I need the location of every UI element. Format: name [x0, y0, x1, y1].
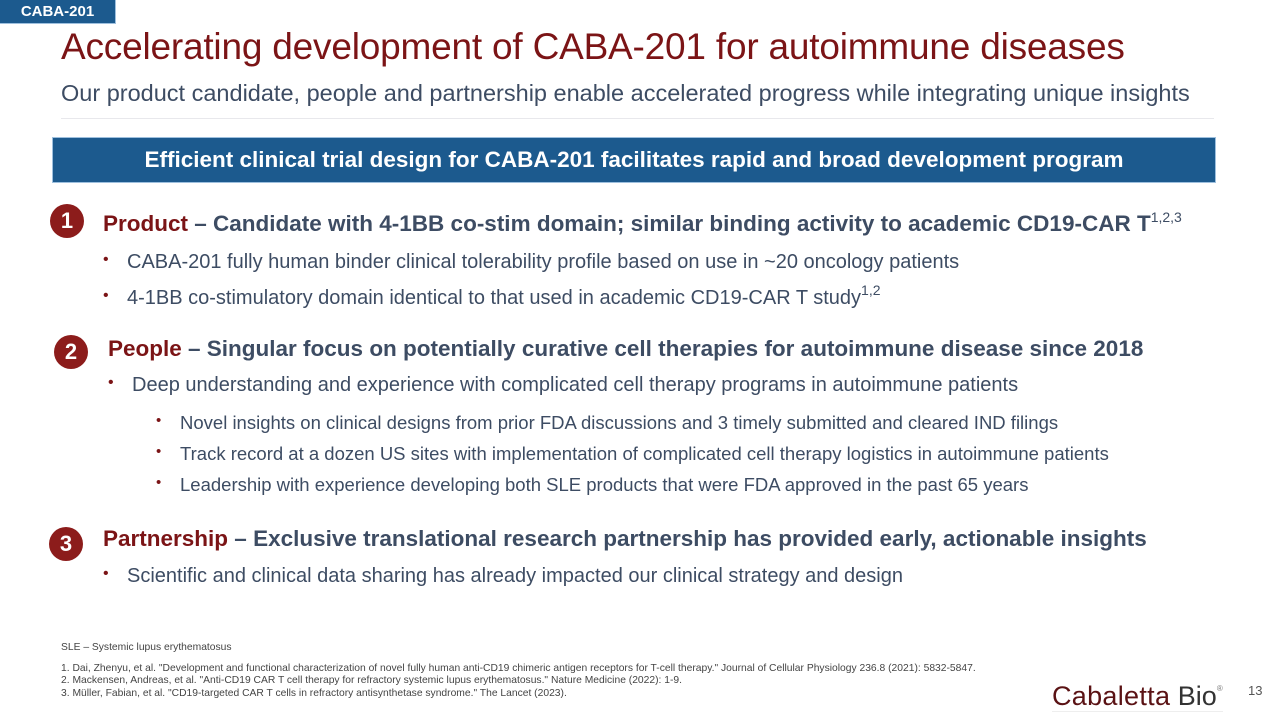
section-heading-partnership: Partnership – Exclusive translational re…	[103, 526, 1147, 552]
bullet-item: •CABA-201 fully human binder clinical to…	[103, 251, 960, 273]
section-heading-product: Product – Candidate with 4-1BB co-stim d…	[103, 209, 1182, 237]
bullet-item: •Deep understanding and experience with …	[108, 374, 1019, 396]
number-badge-1: 1	[50, 204, 84, 238]
section-heading-people: People – Singular focus on potentially c…	[108, 336, 1143, 362]
bullet-item: •Scientific and clinical data sharing ha…	[103, 565, 903, 587]
product-tag: CABA-201	[0, 0, 116, 24]
page-title: Accelerating development of CABA-201 for…	[61, 26, 1125, 67]
header-divider	[61, 118, 1214, 119]
bullet-icon: •	[156, 474, 162, 491]
sub-bullet-item: •Track record at a dozen US sites with i…	[156, 443, 1109, 464]
section-keyword: Product	[103, 211, 189, 236]
bullet-icon: •	[156, 443, 162, 460]
page-subtitle: Our product candidate, people and partne…	[61, 80, 1190, 106]
bullet-icon: •	[103, 565, 109, 582]
bullet-item: •4-1BB co-stimulatory domain identical t…	[103, 282, 881, 309]
bullet-icon: •	[103, 287, 109, 304]
page-number: 13	[1248, 683, 1263, 698]
registered-icon: ®	[1216, 684, 1223, 693]
bullet-icon: •	[108, 374, 114, 391]
sub-bullet-item: •Novel insights on clinical designs from…	[156, 412, 1059, 433]
company-logo: Cabaletta Bio®	[1052, 674, 1223, 712]
bullet-icon: •	[103, 251, 109, 268]
section-heading-text: – Candidate with 4-1BB co-stim domain; s…	[188, 211, 1151, 236]
section-heading-text: – Exclusive translational research partn…	[228, 526, 1147, 551]
section-heading-text: – Singular focus on potentially curative…	[181, 336, 1144, 361]
number-badge-2: 2	[54, 335, 88, 369]
footnotes: SLE – Systemic lupus erythematosus 1. Da…	[61, 642, 976, 700]
citation-superscript: 1,2	[861, 282, 881, 298]
section-keyword: Partnership	[103, 526, 229, 551]
number-badge-3: 3	[49, 527, 83, 561]
citation-superscript: 1,2,3	[1150, 209, 1182, 225]
sub-bullet-item: •Leadership with experience developing b…	[156, 474, 1029, 495]
section-keyword: People	[108, 336, 182, 361]
key-message-banner: Efficient clinical trial design for CABA…	[52, 137, 1216, 183]
abbreviation-note: SLE – Systemic lupus erythematosus	[61, 642, 232, 653]
bullet-icon: •	[156, 412, 162, 429]
reference-3: 3. Müller, Fabian, et al. "CD19-targeted…	[61, 687, 567, 699]
reference-2: 2. Mackensen, Andreas, et al. "Anti-CD19…	[61, 675, 683, 686]
reference-1: 1. Dai, Zhenyu, et al. "Development and …	[61, 662, 976, 674]
